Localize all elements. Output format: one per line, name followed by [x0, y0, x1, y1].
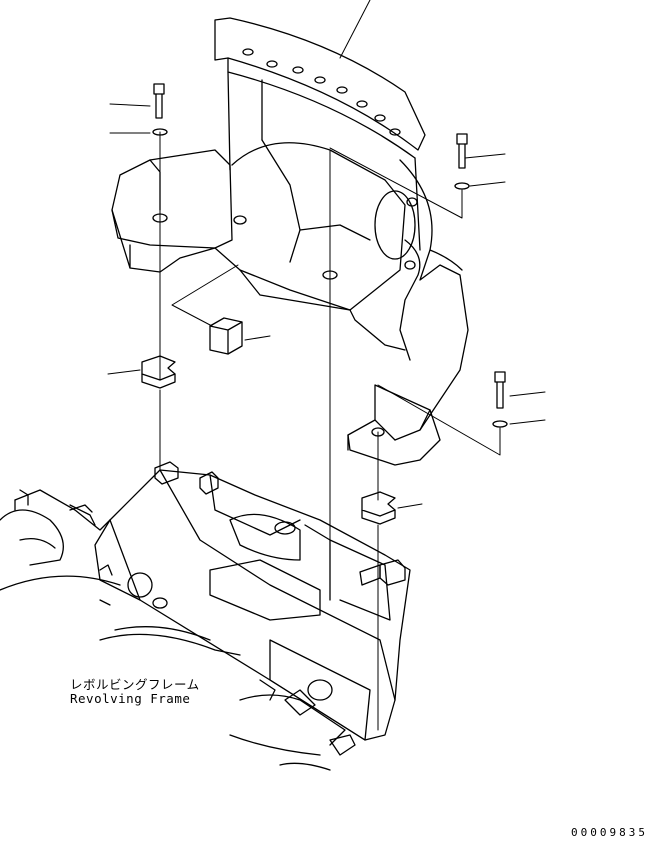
washer-lower-right	[492, 420, 508, 428]
shim-right	[361, 491, 396, 525]
shim-left	[141, 355, 176, 389]
bolt-upper-right	[456, 133, 468, 169]
bolt-upper-left	[153, 83, 165, 119]
revolving-frame	[0, 461, 411, 771]
revolving-frame-label-jp: レボルビングフレーム	[70, 677, 200, 692]
bolt-lower-right	[494, 371, 506, 409]
counterweight	[111, 17, 469, 466]
washer-upper-right	[454, 182, 470, 190]
leader-lines	[107, 0, 546, 731]
revolving-frame-label-en: Revolving Frame	[70, 691, 191, 706]
drawing-number: 00009835	[571, 826, 648, 839]
rubber-block	[209, 317, 243, 355]
